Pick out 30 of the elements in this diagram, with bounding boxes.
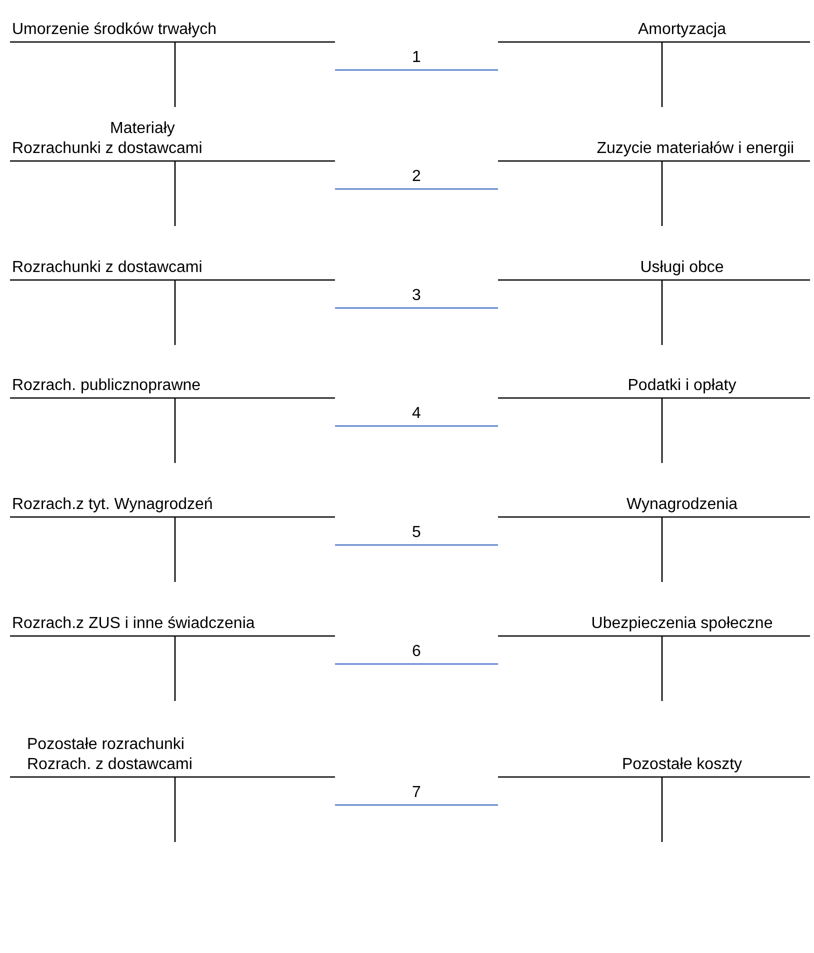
edge-label: 4 bbox=[412, 405, 421, 423]
edge-label: 7 bbox=[412, 784, 421, 802]
account-title: Rozrachunki z dostawcami bbox=[12, 139, 202, 159]
account-title: Podatki i opłaty bbox=[628, 376, 736, 396]
account-title: Rozrach.z ZUS i inne świadczenia bbox=[12, 614, 255, 634]
edge-label: 3 bbox=[412, 287, 421, 305]
account-title: Zuzycie materiałów i energii bbox=[596, 139, 794, 159]
account-title: Pozostałe koszty bbox=[622, 755, 742, 775]
account-title: Materiały bbox=[110, 119, 175, 139]
connector-line bbox=[335, 188, 498, 190]
connector-line bbox=[335, 307, 498, 309]
connector-line bbox=[335, 663, 498, 665]
account-title: Rozrachunki z dostawcami bbox=[12, 258, 202, 278]
account-title: Ubezpieczenia społeczne bbox=[591, 614, 773, 634]
account-title: Usługi obce bbox=[640, 258, 724, 278]
account-title: Wynagrodzenia bbox=[626, 495, 738, 515]
account-title: Pozostałe rozrachunki bbox=[27, 735, 184, 755]
account-title: Rozrach.z tyt. Wynagrodzeń bbox=[12, 495, 213, 515]
connector-line bbox=[335, 425, 498, 427]
connector-line bbox=[335, 544, 498, 546]
account-title: Rozrach. publicznoprawne bbox=[12, 376, 201, 396]
account-title: Umorzenie środków trwałych bbox=[12, 20, 217, 40]
edge-label: 2 bbox=[412, 168, 421, 186]
edge-label: 6 bbox=[412, 643, 421, 661]
edge-label: 5 bbox=[412, 524, 421, 542]
edge-label: 1 bbox=[412, 49, 421, 67]
account-title: Amortyzacja bbox=[638, 20, 726, 40]
connector-line bbox=[335, 804, 498, 806]
connector-line bbox=[335, 69, 498, 71]
account-title: Rozrach. z dostawcami bbox=[27, 755, 192, 775]
